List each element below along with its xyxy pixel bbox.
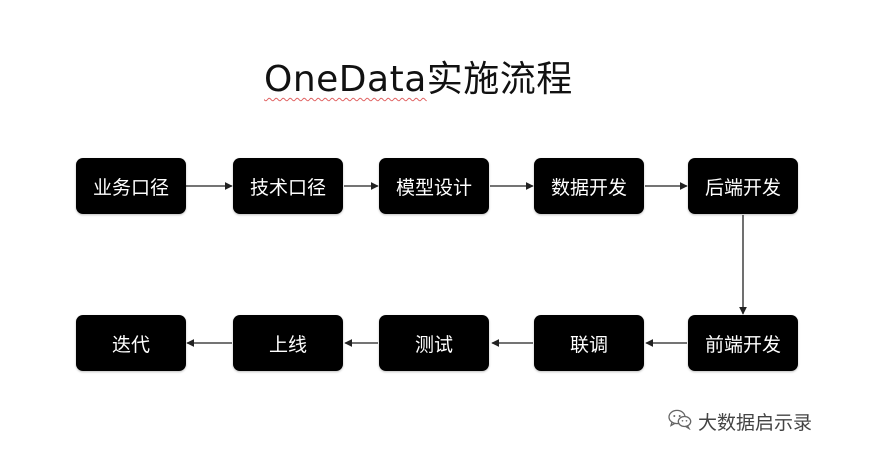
step-integration: 联调	[534, 315, 644, 371]
title-latin: OneData	[264, 59, 427, 100]
wechat-icon	[668, 408, 692, 435]
step-business-caliber: 业务口径	[76, 158, 186, 214]
watermark-text: 大数据启示录	[698, 412, 813, 434]
step-frontend-development: 前端开发	[688, 315, 798, 371]
title-cjk: 实施流程	[426, 59, 573, 100]
step-model-design: 模型设计	[379, 158, 489, 214]
step-launch: 上线	[233, 315, 343, 371]
step-technical-caliber: 技术口径	[233, 158, 343, 214]
step-testing: 测试	[379, 315, 489, 371]
step-data-development: 数据开发	[534, 158, 644, 214]
step-iteration: 迭代	[76, 315, 186, 371]
step-backend-development: 后端开发	[688, 158, 798, 214]
watermark: 大数据启示录	[668, 408, 812, 435]
page-title: OneData实施流程	[264, 50, 573, 102]
